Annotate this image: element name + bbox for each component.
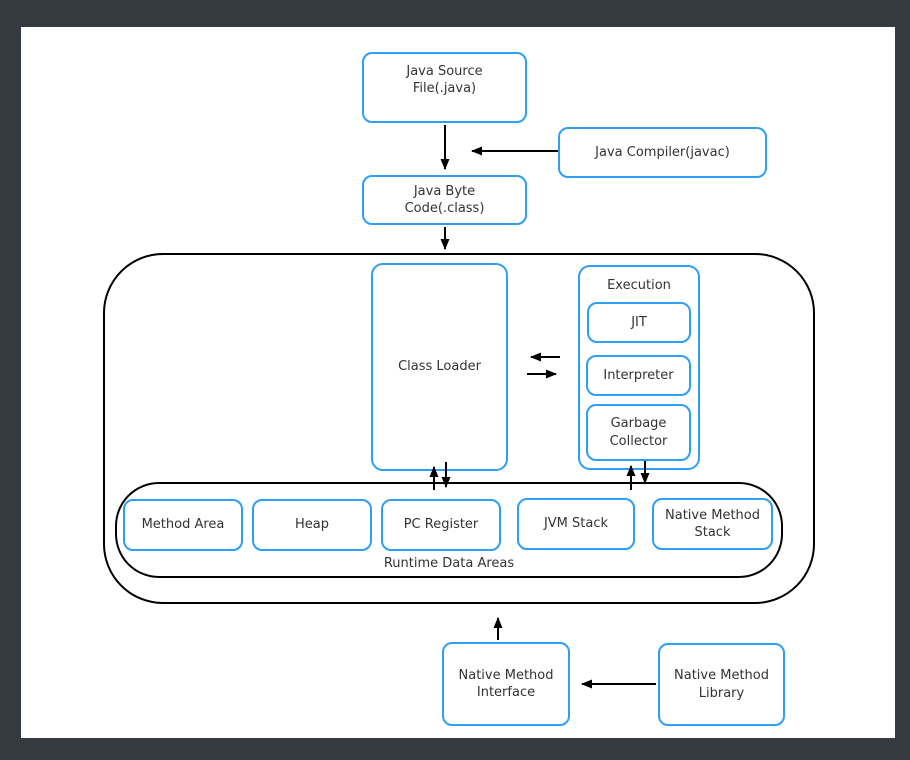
- node-jvm-stack: JVM Stack: [517, 498, 635, 550]
- node-native-method-interface: Native Method Interface: [442, 642, 570, 726]
- jvm-container-outline: [103, 253, 815, 604]
- node-jit: JIT: [587, 302, 691, 343]
- node-garbage-collector: Garbage Collector: [586, 404, 691, 461]
- runtime-data-areas-label: Runtime Data Areas: [383, 556, 515, 571]
- node-method-area: Method Area: [123, 499, 243, 551]
- node-interpreter: Interpreter: [586, 355, 691, 396]
- node-native-method-stack: Native Method Stack: [652, 498, 773, 550]
- node-class-loader: Class Loader: [371, 263, 508, 471]
- execution-label: Execution: [607, 278, 671, 293]
- node-pc-register: PC Register: [381, 499, 501, 551]
- node-java-compiler: Java Compiler(javac): [558, 127, 767, 178]
- node-native-method-library: Native Method Library: [658, 643, 785, 726]
- node-heap: Heap: [252, 499, 372, 551]
- node-java-byte-code: Java Byte Code(.class): [362, 175, 527, 225]
- node-java-source-file: Java Source File(.java): [362, 52, 527, 123]
